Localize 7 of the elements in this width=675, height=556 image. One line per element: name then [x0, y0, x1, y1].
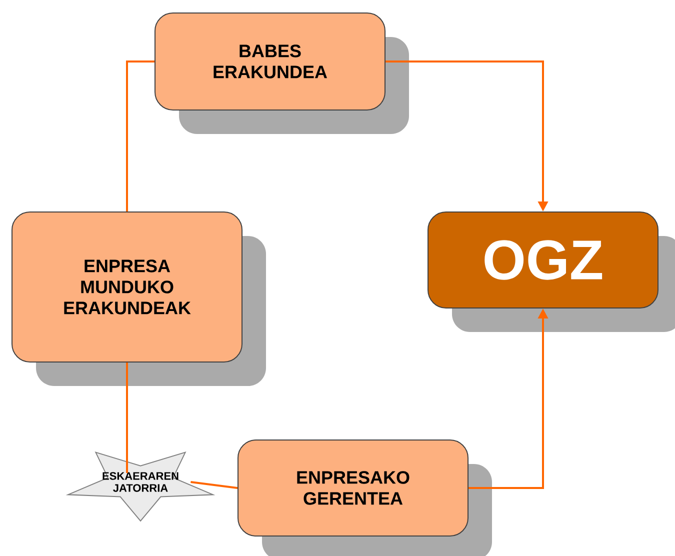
- connector: [126, 362, 128, 473]
- rounded-box: BABES ERAKUNDEA: [154, 12, 409, 134]
- connector: [190, 481, 238, 489]
- rounded-box: OGZ: [428, 211, 675, 332]
- rounded-box: ENPRESA MUNDUKO ERAKUNDEAK: [12, 211, 266, 386]
- rounded-box: ENPRESAKO GERENTEA: [238, 439, 492, 556]
- connector: [126, 60, 154, 212]
